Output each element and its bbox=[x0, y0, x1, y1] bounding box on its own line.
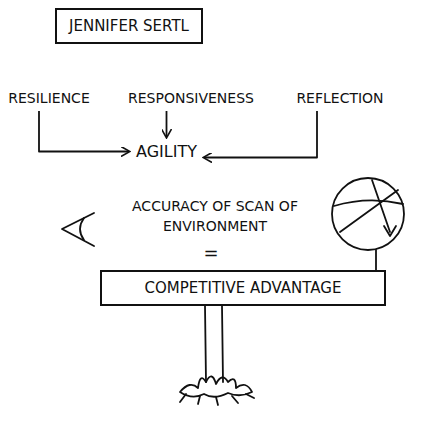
concept-word: RESILIENCE bbox=[4, 88, 94, 108]
pillar-line bbox=[205, 306, 206, 382]
globe-symbol bbox=[332, 178, 404, 250]
equals-sign: = bbox=[196, 240, 226, 266]
globe-line bbox=[372, 180, 390, 232]
globe-arrow bbox=[384, 226, 396, 236]
grass-base bbox=[180, 376, 252, 396]
author-box: JENNIFER SERTL bbox=[55, 8, 203, 44]
eye-symbol bbox=[62, 213, 94, 246]
arrow-connector bbox=[204, 111, 317, 158]
arrow-connector bbox=[39, 111, 129, 152]
advantage-bar: COMPETITIVE ADVANTAGE bbox=[100, 270, 386, 306]
node-text: COMPETITIVE ADVANTAGE bbox=[112, 279, 374, 297]
node-text: REFLECTION bbox=[294, 90, 386, 106]
node-text: AGILITY bbox=[136, 142, 197, 161]
node-text: RESPONSIVENESS bbox=[126, 90, 256, 106]
pillar-line bbox=[222, 306, 223, 382]
arrow-connector bbox=[166, 111, 168, 137]
globe-line bbox=[340, 190, 398, 232]
concept-word: REFLECTION bbox=[292, 88, 388, 108]
node-text: JENNIFER SERTL bbox=[69, 17, 189, 35]
globe-stem bbox=[375, 250, 377, 270]
result-word: AGILITY bbox=[132, 140, 201, 163]
node-text: RESILIENCE bbox=[6, 90, 92, 106]
concept-word: RESPONSIVENESS bbox=[124, 88, 258, 108]
grass-blades bbox=[180, 394, 254, 405]
globe-line bbox=[334, 200, 403, 206]
eye-pupil bbox=[80, 218, 84, 240]
accuracy-note: ACCURACY OF SCAN OF ENVIRONMENT bbox=[108, 196, 322, 237]
